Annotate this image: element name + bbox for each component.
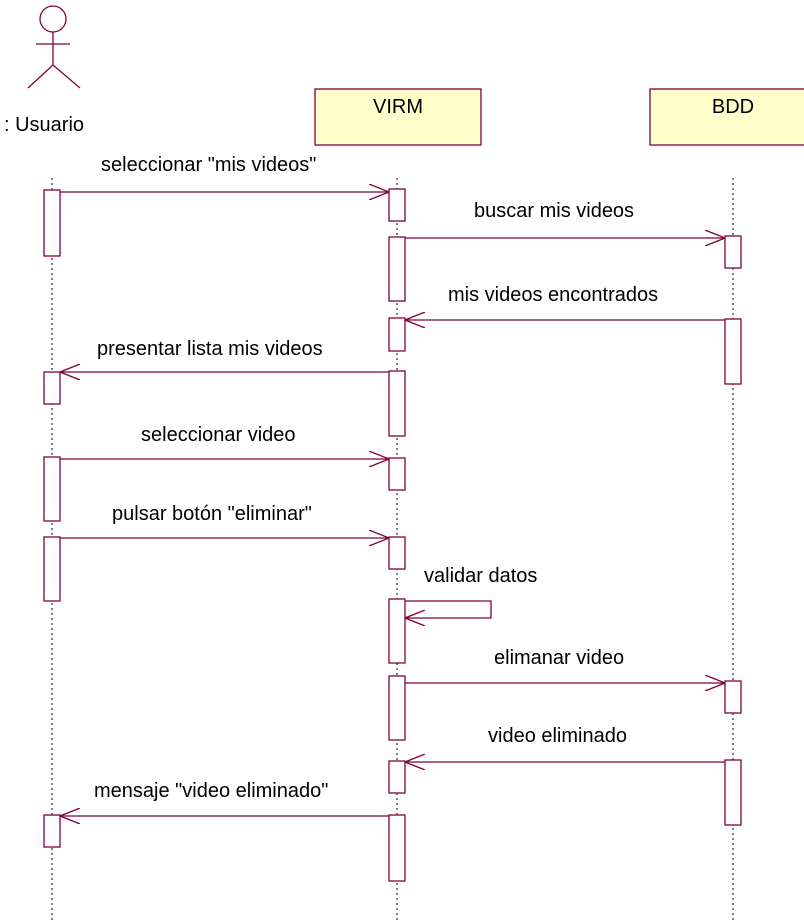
activation-virm-3 <box>388 317 406 352</box>
message-label-7: validar datos <box>424 565 537 587</box>
message-label-1: seleccionar "mis videos" <box>101 154 316 176</box>
activation-usuario-3 <box>43 456 61 522</box>
actor-usuario <box>27 5 81 89</box>
activation-virm-1 <box>388 188 406 222</box>
message-label-2: buscar mis videos <box>474 200 634 222</box>
message-label-10: mensaje "video eliminado" <box>94 780 328 802</box>
activation-bdd-3 <box>724 680 742 714</box>
activation-virm-6 <box>388 536 406 570</box>
participant-box-bdd <box>649 88 804 146</box>
activation-virm-4 <box>388 370 406 437</box>
message-label-5: seleccionar video <box>141 424 296 446</box>
participant-name-virm: VIRM <box>373 96 423 118</box>
participant-box-virm <box>314 88 482 146</box>
message-label-9: video eliminado <box>488 725 627 747</box>
actor-name: : Usuario <box>4 114 84 136</box>
activation-virm-10 <box>388 814 406 882</box>
activation-bdd-1 <box>724 235 742 269</box>
message-label-8: elimanar video <box>494 647 624 669</box>
activation-usuario-2 <box>43 371 61 405</box>
activation-virm-8 <box>388 675 406 741</box>
message-label-4: presentar lista mis videos <box>97 338 323 360</box>
activation-virm-9 <box>388 760 406 794</box>
message-label-6: pulsar botón "eliminar" <box>112 503 312 525</box>
activation-bdd-4 <box>724 759 742 826</box>
message-label-3: mis videos encontrados <box>448 284 658 306</box>
actor-head <box>39 5 67 33</box>
activation-usuario-4 <box>43 536 61 602</box>
activation-bdd-2 <box>724 318 742 385</box>
participant-name-bdd: BDD <box>712 96 754 118</box>
actor-right-leg <box>52 64 81 89</box>
actor-left-leg <box>27 64 54 89</box>
activation-usuario-5 <box>43 814 61 848</box>
activation-virm-2 <box>388 236 406 302</box>
activation-virm-7 <box>388 598 406 664</box>
message-arrow-7-self <box>405 600 492 618</box>
activation-usuario-1 <box>43 189 61 257</box>
activation-virm-5 <box>388 457 406 491</box>
